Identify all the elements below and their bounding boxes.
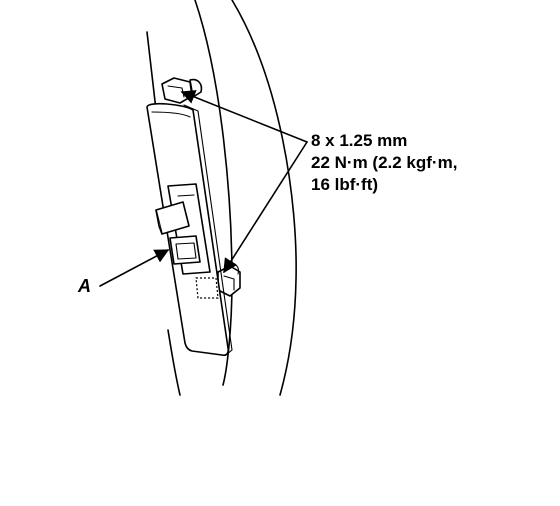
pillar-curve-outer xyxy=(231,0,297,396)
leader-lower-bolt xyxy=(223,141,308,274)
torque-label-line2: 16 lbf·ft) xyxy=(311,175,378,194)
hidden-bolt-outline xyxy=(195,277,219,299)
pillar-curve-middle xyxy=(194,0,233,386)
striker-plate-top-lip xyxy=(151,111,191,118)
leader-lines xyxy=(99,90,308,287)
torque-label-line1: 22 N·m (2.2 kgf·m, xyxy=(311,153,457,172)
lower-bolt xyxy=(217,261,241,297)
pillar-curve-inner-top xyxy=(146,31,157,111)
upper-bolt xyxy=(161,77,203,104)
leader-part-a xyxy=(99,249,170,287)
striker-slot-inner xyxy=(175,242,197,260)
striker-housing-rib xyxy=(177,194,195,197)
striker-mechanism xyxy=(155,183,219,299)
leader-upper-bolt xyxy=(180,90,308,143)
striker-hook-side xyxy=(155,209,163,235)
striker-plate-edge xyxy=(183,104,233,356)
lower-bolt-facet xyxy=(223,275,235,291)
lower-bolt-head xyxy=(217,265,241,297)
part-a-label: A xyxy=(77,276,91,296)
upper-bolt-head xyxy=(161,77,193,104)
pillar-curve-inner-bottom xyxy=(167,329,181,396)
bolt-size-label: 8 x 1.25 mm xyxy=(311,131,407,150)
striker-slot xyxy=(169,235,201,265)
